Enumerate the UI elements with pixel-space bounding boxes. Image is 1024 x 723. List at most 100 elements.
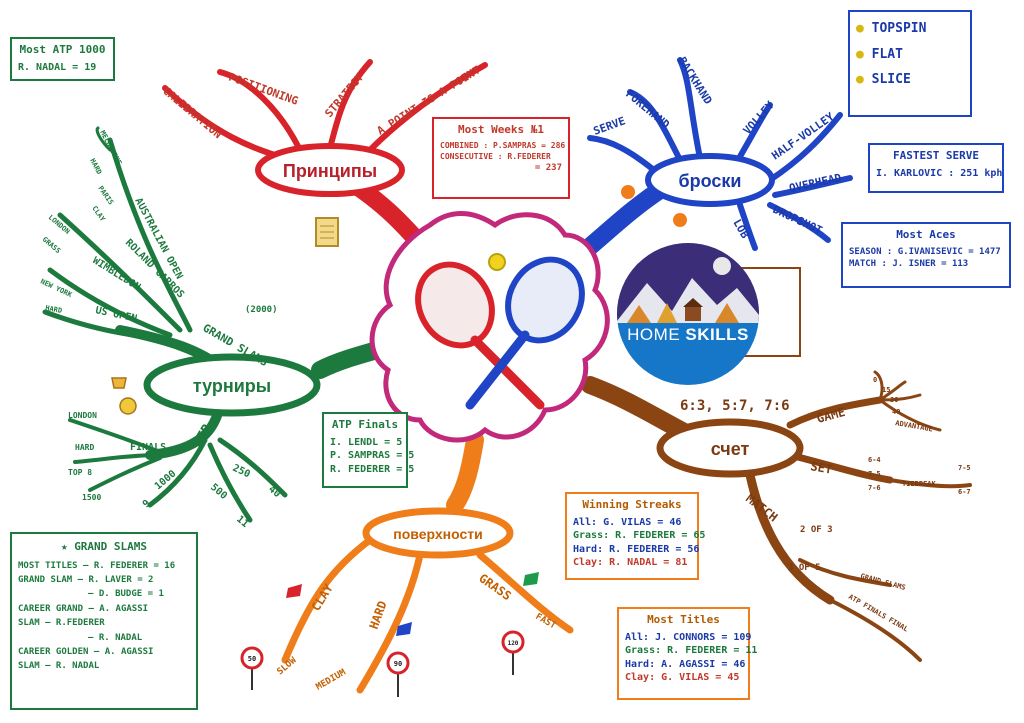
box-most-weeks-title: Most Weeks №1 bbox=[457, 123, 545, 136]
label-set-6-4: 6-4 bbox=[868, 456, 881, 464]
node-shots: броски bbox=[645, 153, 775, 207]
node-surfaces-label: поверхности bbox=[393, 526, 482, 542]
box-most-titles-row-hard: Hard: A. AGASSI = 46 bbox=[625, 658, 746, 670]
label-set-7-6: 7-6 bbox=[868, 484, 881, 492]
box-atp-finals-row-sampras: P. SAMPRAS = 5 bbox=[330, 450, 415, 462]
crossed-tennis-rackets-icon bbox=[415, 253, 585, 410]
label-paris: PARIS bbox=[96, 185, 115, 207]
box-grand-slams-row-laver: GRAND SLAM – R. LAVER = 2 bbox=[18, 574, 154, 585]
box-most-atp-1000: Most ATP 1000 R. NADAL = 19 bbox=[10, 37, 115, 81]
label-atp-250: 250 bbox=[231, 463, 252, 481]
box-most-titles-row-grass: Grass: R. FEDERER = 11 bbox=[625, 645, 758, 657]
label-hard-uso: HARD bbox=[45, 304, 63, 315]
label-finals-hard: HARD bbox=[75, 443, 94, 452]
label-wimbledon: WIMBLEDON bbox=[90, 255, 142, 293]
box-most-titles-row-all: All: J. CONNORS = 109 bbox=[625, 631, 752, 643]
slice-ball-icon: ● bbox=[856, 72, 864, 88]
label-dropshot: DROPSHOT bbox=[771, 203, 825, 237]
label-clay: CLAY bbox=[90, 205, 107, 224]
box-most-titles-row-clay: Clay: G. VILAS = 45 bbox=[625, 672, 740, 684]
box-most-weeks-row-combined: COMBINED : P.SAMPRAS = 286 bbox=[440, 140, 566, 150]
box-grand-slams-row-golden-agassi: CAREER GOLDEN – A. AGASSI bbox=[18, 646, 154, 657]
label-set: SET bbox=[809, 459, 833, 477]
logo-word-home: HOME bbox=[627, 325, 681, 344]
label-atp-9: 9 bbox=[141, 498, 153, 510]
box-most-aces-row-season: SEASON : G.IVANISEVIC = 1477 bbox=[849, 246, 1001, 257]
serve-type-flat: FLAT bbox=[871, 46, 903, 62]
surfaces-branch bbox=[281, 431, 574, 694]
label-game-0: 0 bbox=[873, 376, 877, 384]
fireball-icons bbox=[621, 185, 687, 227]
box-atp-finals-row-lendl: I. LENDL = 5 bbox=[330, 436, 403, 448]
box-most-aces-row-match: MATCH : J. ISNER = 113 bbox=[849, 258, 969, 269]
mountains-icon bbox=[617, 278, 759, 323]
node-score-label: счет bbox=[711, 439, 750, 459]
label-atp-40: 40 bbox=[266, 484, 282, 500]
grass-flag-icon bbox=[523, 572, 539, 586]
serve-type-topspin: TOPSPIN bbox=[871, 21, 927, 36]
topspin-ball-icon: ● bbox=[856, 21, 864, 36]
box-grand-slams-row-career-federer: SLAM – R.FEDERER bbox=[18, 618, 105, 629]
box-grand-slams-row-career-agassi: CAREER GRAND – A. AGASSI bbox=[18, 603, 149, 614]
label-finals-1500: 1500 bbox=[82, 493, 101, 502]
label-serve: SERVE bbox=[592, 114, 628, 138]
box-most-aces: Most Aces SEASON : G.IVANISEVIC = 1477 M… bbox=[841, 222, 1011, 288]
box-winning-streaks-row-clay: Clay: R. NADAL = 81 bbox=[573, 557, 688, 569]
label-forehand: FOREHAND bbox=[623, 87, 672, 131]
label-game-40: 40 bbox=[892, 408, 900, 416]
star-icon: ★ bbox=[60, 540, 68, 553]
box-winning-streaks-row-all: All: G. VILAS = 46 bbox=[573, 516, 682, 528]
box-fastest-serve-title: FASTEST SERVE bbox=[892, 149, 980, 162]
logo-word-skills: SKILLS bbox=[685, 325, 749, 344]
box-atp-finals: ATP Finals I. LENDL = 5 P. SAMPRAS = 5 R… bbox=[322, 412, 415, 488]
home-skills-logo: HOME SKILLS bbox=[617, 243, 759, 385]
box-most-weeks: Most Weeks №1 COMBINED : P.SAMPRAS = 286… bbox=[432, 117, 570, 199]
label-overhead: OVERHEAD bbox=[788, 171, 843, 195]
node-principles-label: Принципы bbox=[283, 161, 377, 181]
clay-flag-icon bbox=[286, 584, 302, 598]
label-set-7-5: 7-5 bbox=[868, 470, 881, 478]
box-grand-slams-row-most-titles: MOST TITLES – R. FEDERER = 16 bbox=[18, 560, 176, 571]
label-hard-surface: HARD bbox=[367, 599, 390, 631]
label-game: GAME bbox=[815, 405, 847, 426]
label-game-15: 15 bbox=[882, 386, 890, 394]
label-finals-london: LONDON bbox=[68, 411, 97, 420]
box-most-weeks-row-consecutive: CONSECUTIVE : R.FEDERER bbox=[440, 151, 551, 161]
node-tournaments-label: турниры bbox=[193, 376, 271, 396]
speed-sign-fast: 120 bbox=[501, 630, 525, 675]
box-most-atp-1000-row: R. NADAL = 19 bbox=[18, 61, 97, 73]
label-calibration: CALIBRATION bbox=[160, 84, 224, 141]
flat-ball-icon: ● bbox=[856, 46, 864, 62]
box-atp-finals-title: ATP Finals bbox=[331, 418, 399, 431]
box-winning-streaks-row-grass: Grass: R. FEDERER = 65 bbox=[573, 530, 706, 542]
box-winning-streaks: Winning Streaks All: G. VILAS = 46 Grass… bbox=[565, 492, 706, 580]
label-grand-slams-year: (2000) bbox=[245, 305, 278, 315]
box-grand-slams-row-career-nadal: – R. NADAL bbox=[88, 632, 143, 643]
speed-sign-medium-value: 90 bbox=[394, 660, 402, 668]
node-tournaments: турниры bbox=[143, 353, 321, 417]
box-most-weeks-row-value: = 237 bbox=[534, 163, 562, 174]
trophy-icon bbox=[111, 377, 137, 415]
tournaments-branch bbox=[42, 126, 404, 523]
label-3-of-5: 3 OF 5 bbox=[788, 563, 821, 573]
speed-sign-medium: 90 bbox=[386, 651, 410, 697]
label-atp-finals: FINALS bbox=[130, 442, 166, 453]
box-winning-streaks-title: Winning Streaks bbox=[582, 498, 682, 511]
speed-sign-fast-value: 120 bbox=[508, 640, 519, 647]
label-set-scores: 6:3, 5:7, 7:6 bbox=[680, 398, 790, 414]
label-tiebreak-7-5: 7-5 bbox=[958, 464, 971, 472]
label-grass: GRASS bbox=[41, 235, 62, 255]
logo-text: HOME SKILLS bbox=[617, 325, 759, 345]
node-shots-label: броски bbox=[679, 171, 742, 191]
node-surfaces: поверхности bbox=[362, 507, 514, 559]
node-principles: Принципы bbox=[255, 143, 405, 197]
label-tiebreak-6-7: 6-7 bbox=[958, 488, 971, 496]
box-grand-slams-row-budge: – D. BUDGE = 1 bbox=[88, 589, 164, 600]
label-melbourne: MELBOURNE bbox=[98, 129, 123, 166]
box-fastest-serve: FASTEST SERVE I. KARLOVIC : 251 kph bbox=[868, 143, 1004, 193]
box-serve-types: ● TOPSPIN ● FLAT ● SLICE bbox=[848, 10, 972, 117]
box-most-atp-1000-title: Most ATP 1000 bbox=[19, 43, 106, 56]
box-winning-streaks-row-hard: Hard: R. FEDERER = 56 bbox=[573, 543, 700, 555]
label-us-open: US OPEN bbox=[94, 305, 138, 325]
